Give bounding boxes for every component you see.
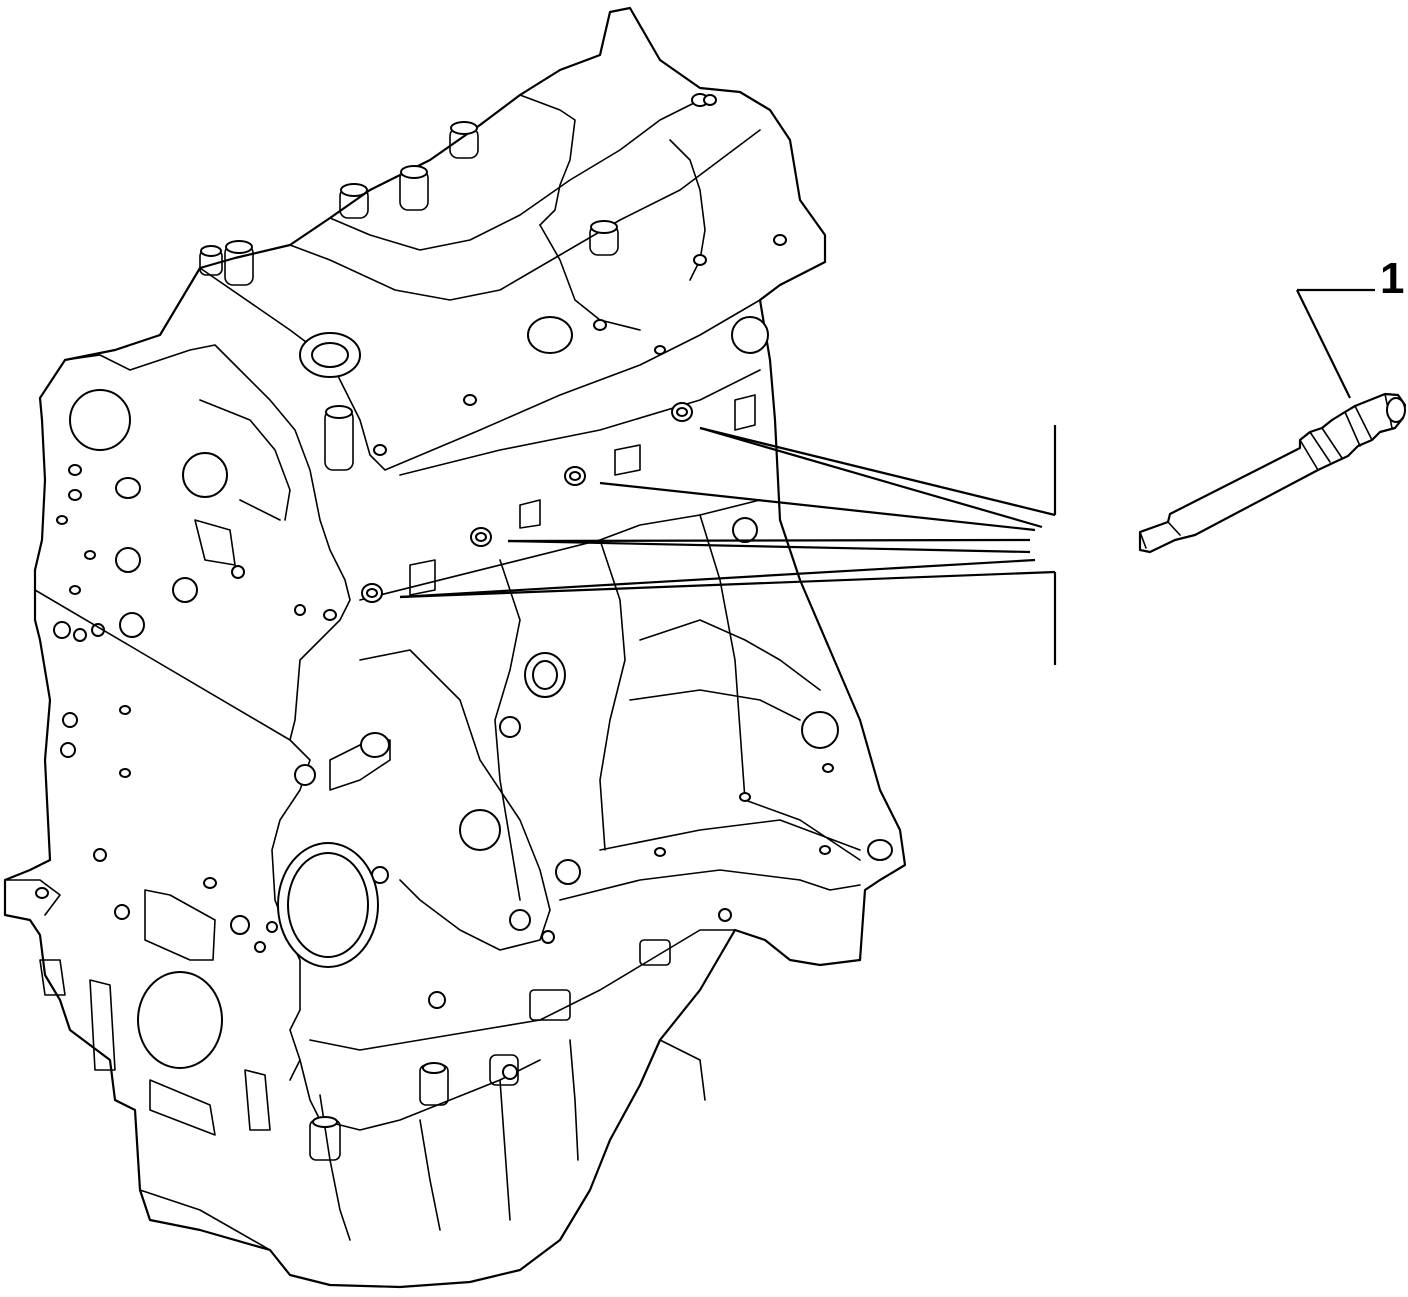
callout-label-1: 1 xyxy=(1380,254,1404,303)
engine-block-drawing xyxy=(3,6,907,1289)
leader-lines xyxy=(399,425,1057,665)
glow-plug-part-drawing xyxy=(1138,392,1407,554)
callout-1-leader xyxy=(1296,288,1375,399)
